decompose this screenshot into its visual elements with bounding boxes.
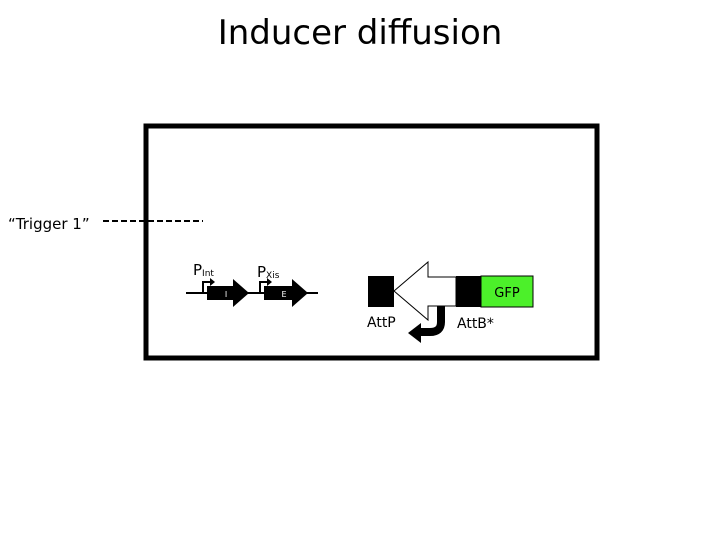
promoter-xis-arrowhead-icon — [267, 278, 272, 286]
gfp-gene — [480, 275, 534, 308]
curved-arrowhead-icon — [408, 323, 421, 343]
promoter-int-icon — [202, 281, 212, 293]
gene-e-label: E — [281, 290, 286, 299]
attb-site — [456, 276, 481, 307]
inverted-promoter-arrow — [393, 260, 457, 322]
promoter-int-arrowhead-icon — [210, 278, 215, 286]
gfp-label: GFP — [494, 286, 520, 301]
slide-title: Inducer diffusion — [218, 13, 503, 53]
p-xis-label: PXis — [257, 263, 280, 281]
gene-e-arrow — [264, 279, 308, 307]
p-int-label: PInt — [193, 261, 214, 279]
promoter-xis-icon — [259, 281, 269, 293]
attp-site — [368, 276, 394, 307]
attb-label: AttB* — [457, 316, 494, 332]
cell-boundary — [143, 123, 600, 361]
gene-i-label: I — [225, 290, 227, 299]
gene-i-arrow — [207, 279, 249, 307]
curved-arrow-icon — [420, 306, 445, 336]
attp-label: AttP — [367, 315, 396, 331]
trigger-label: “Trigger 1” — [8, 215, 90, 233]
